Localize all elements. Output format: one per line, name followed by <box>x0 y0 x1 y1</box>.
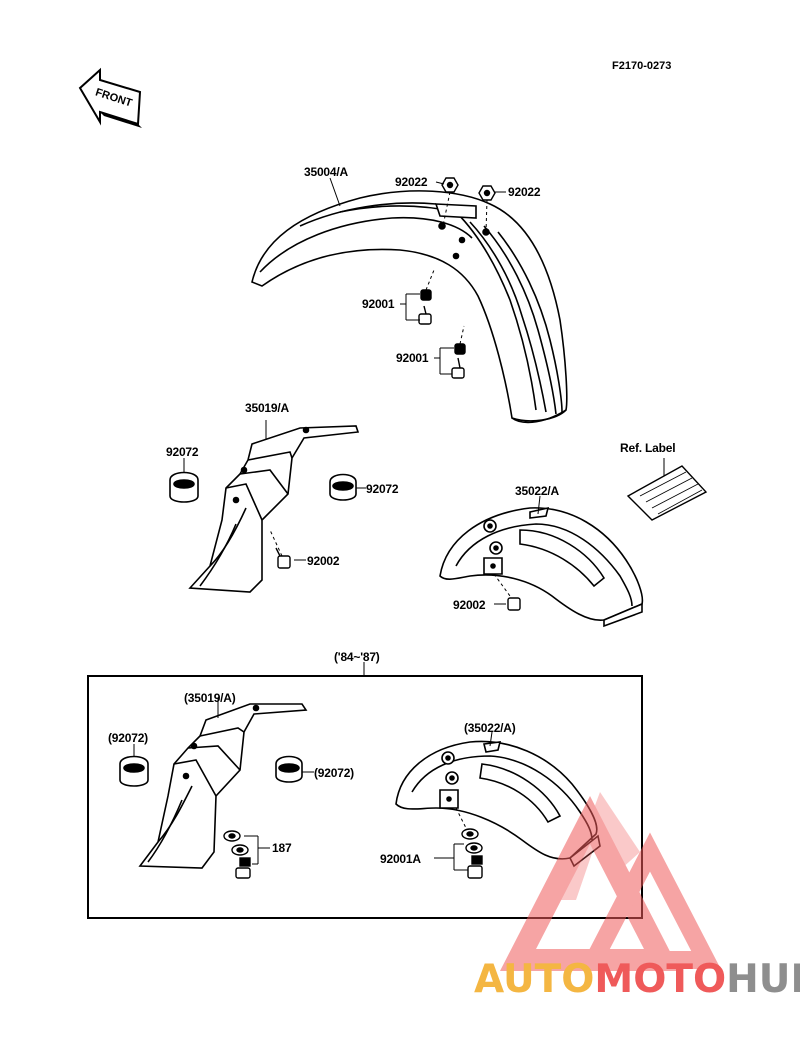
label-box-rear-fender: (35022/A) <box>464 721 516 735</box>
rear-fender-drawing <box>439 506 644 628</box>
nut-icon <box>441 177 496 201</box>
leader-lines <box>329 177 506 233</box>
label-nut-right: 92022 <box>508 185 541 199</box>
watermark-auto: AUTO <box>474 957 595 1002</box>
clamp-icon <box>119 755 303 787</box>
label-front-flap: 35019/A <box>245 401 289 415</box>
ref-label-sticker <box>626 458 708 521</box>
front-arrow-icon: FRONT <box>78 67 142 128</box>
figure-id: F2170-0273 <box>612 60 672 72</box>
bolt-icon <box>451 325 466 379</box>
label-ref-label: Ref. Label <box>620 441 676 455</box>
label-box-flap: (35019/A) <box>184 691 236 705</box>
label-flap-bolt: 92002 <box>307 554 340 568</box>
label-nut-left: 92022 <box>395 175 428 189</box>
label-front-fender: 35004/A <box>304 165 348 179</box>
watermark-moto: MOTO <box>594 957 727 1002</box>
label-bolt-upper: 92001 <box>362 297 395 311</box>
label-box-washer: 187 <box>272 841 292 855</box>
label-clamp-left: 92072 <box>166 445 199 459</box>
label-rear-bolt: 92002 <box>453 598 486 612</box>
label-bolt-lower: 92001 <box>396 351 429 365</box>
watermark-text: AUTOMOTOHUB <box>474 958 800 1002</box>
bolt-icon <box>275 547 291 569</box>
label-box-clamp-left: (92072) <box>108 731 148 745</box>
washer-icon <box>223 830 251 879</box>
label-year-range: ('84~'87) <box>334 650 380 664</box>
clamp-icon <box>169 471 357 503</box>
front-fender-drawing <box>251 190 568 424</box>
bolt-icon <box>507 597 521 611</box>
box-rear-fender-drawing <box>395 740 601 868</box>
label-clamp-right: 92072 <box>366 482 399 496</box>
label-box-clamp-right: (92072) <box>314 766 354 780</box>
bolt-icon <box>418 269 435 325</box>
washer-icon <box>461 828 483 879</box>
watermark-hub: HUB <box>726 957 800 1002</box>
watermark-logo-icon <box>499 792 721 971</box>
label-rear-fender: 35022/A <box>515 484 559 498</box>
label-box-bolt: 92001A <box>380 852 421 866</box>
box-flap-drawing <box>138 698 308 869</box>
year-range-box <box>87 662 643 919</box>
front-flap-drawing <box>188 420 360 593</box>
